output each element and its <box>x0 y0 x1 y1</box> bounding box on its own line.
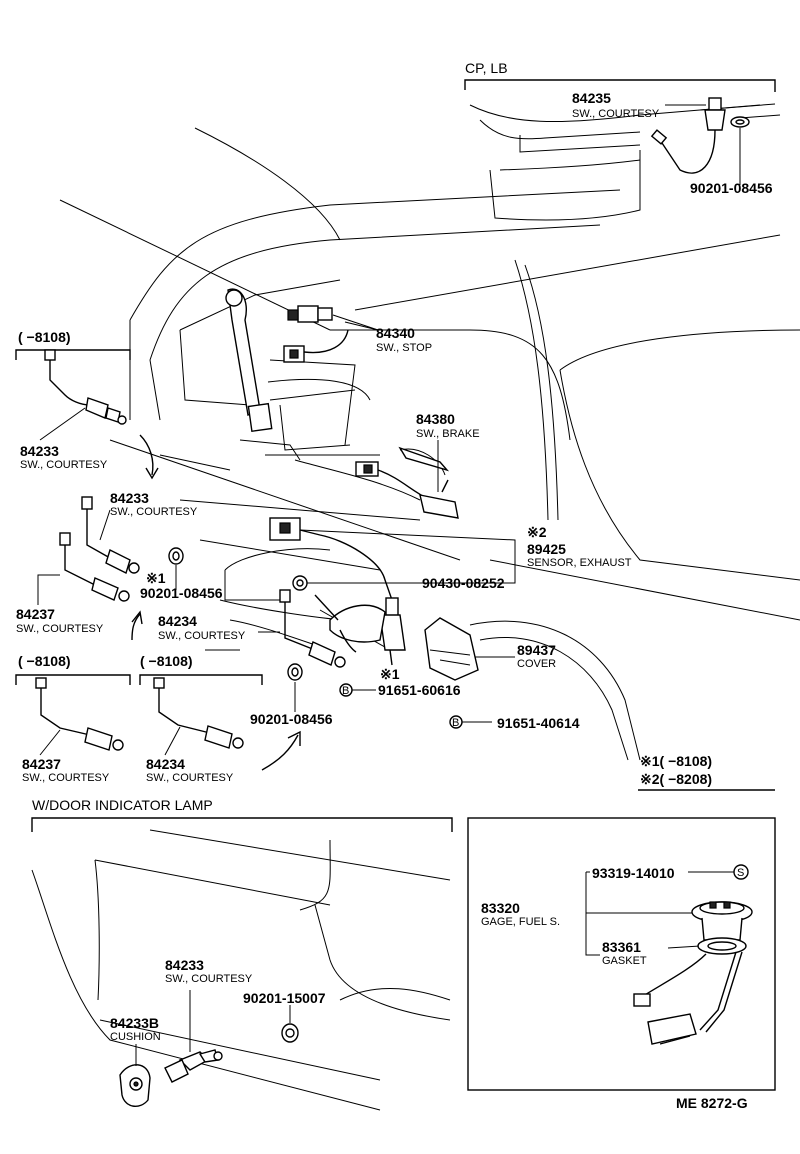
star1-marker-b: ※1 <box>380 666 400 682</box>
label-91651-606: 91651-60616 <box>378 682 461 698</box>
label-84233-c-desc: SW., COURTESY <box>165 973 253 985</box>
b-marker-2: B <box>452 717 459 729</box>
star1-marker-a: ※1 <box>146 570 166 586</box>
drawing-code: ME 8272-G <box>676 1095 748 1111</box>
label-84234-b-num: 84234 <box>146 756 185 772</box>
label-84234-b-desc: SW., COURTESY <box>146 772 234 784</box>
label-84233-a-num: 84233 <box>20 443 59 459</box>
center-84234-group: 84234 SW., COURTESY 90201-08456 <box>158 589 346 771</box>
door-indicator-lamp-section: W/DOOR INDICATOR LAMP 84233 SW., COURTES… <box>31 797 453 1111</box>
range-label-1: ( −8108) <box>18 329 71 345</box>
s-marker: S <box>737 867 744 879</box>
left-lower-range-groups: ( −8108) ( −8108) 84237 SW., COURTESY 84… <box>15 653 263 784</box>
cover-89437: 89437 COVER B 91651-40614 <box>424 617 580 731</box>
range-label-2: ( −8108) <box>18 653 71 669</box>
label-84233B-num: 84233B <box>110 1015 159 1031</box>
label-84234-a-desc: SW., COURTESY <box>158 630 246 642</box>
label-84234-a-num: 84234 <box>158 613 197 629</box>
brake-switch-84380: 84380 SW., BRAKE <box>355 411 480 519</box>
cp-lb-inset: CP, LB 84235 SW., COURTESY 90201-08456 <box>464 60 781 221</box>
label-84380-desc: SW., BRAKE <box>416 428 480 440</box>
label-84235-desc: SW., COURTESY <box>572 108 660 120</box>
door-lamp-header: W/DOOR INDICATOR LAMP <box>32 797 213 813</box>
car-body-outline <box>59 127 800 761</box>
label-84237-a-desc: SW., COURTESY <box>16 623 104 635</box>
legend-note-1: ※1( −8108) <box>640 753 712 769</box>
label-84233-c-num: 84233 <box>165 957 204 973</box>
label-90201-low: 90201-08456 <box>250 711 333 727</box>
label-93319: 93319-14010 <box>592 865 675 881</box>
fuel-gauge-inset: 93319-14010 S 83320 GAGE, FUEL S. 83361 … <box>467 817 776 1091</box>
legend-note-2: ※2( −8208) <box>640 771 712 787</box>
label-84340-desc: SW., STOP <box>376 342 432 354</box>
label-83361-desc: GASKET <box>602 955 647 967</box>
range-label-3: ( −8108) <box>140 653 193 669</box>
label-89425-num: 89425 <box>527 541 566 557</box>
label-83320-desc: GAGE, FUEL S. <box>481 916 560 928</box>
label-83361-num: 83361 <box>602 939 641 955</box>
label-84340-num: 84340 <box>376 325 415 341</box>
label-84233-b-desc: SW., COURTESY <box>110 506 198 518</box>
label-90201-15007: 90201-15007 <box>243 990 326 1006</box>
label-89437-num: 89437 <box>517 642 556 658</box>
b-marker-1: B <box>342 685 349 697</box>
stop-switch-84340: 84340 SW., STOP <box>283 305 432 363</box>
exhaust-sensor-89425: 90430-08252 ※2 89425 SENSOR, EXHAUST ※1 … <box>269 517 632 698</box>
label-84380-num: 84380 <box>416 411 455 427</box>
left-middle-group: 84233 SW., COURTESY ※1 90201-08456 84237… <box>16 490 223 641</box>
label-84233-b-num: 84233 <box>110 490 149 506</box>
label-91651-406: 91651-40614 <box>497 715 580 731</box>
label-84233B-desc: CUSHION <box>110 1031 161 1043</box>
label-90201-mid: 90201-08456 <box>140 585 223 601</box>
label-84235-num: 84235 <box>572 90 611 106</box>
label-84237-b-desc: SW., COURTESY <box>22 772 110 784</box>
label-90201-top: 90201-08456 <box>690 180 773 196</box>
cp-lb-header: CP, LB <box>465 60 508 76</box>
label-84237-a-num: 84237 <box>16 606 55 622</box>
label-84233-a-desc: SW., COURTESY <box>20 459 108 471</box>
left-upper-range-group: ( −8108) 84233 SW., COURTESY <box>15 329 159 480</box>
legend-notes: ※1( −8108) ※2( −8208) <box>638 753 775 791</box>
label-89437-desc: COVER <box>517 658 556 670</box>
label-83320-num: 83320 <box>481 900 520 916</box>
star2-marker: ※2 <box>527 524 547 540</box>
label-89425-desc: SENSOR, EXHAUST <box>527 557 632 569</box>
label-84237-b-num: 84237 <box>22 756 61 772</box>
